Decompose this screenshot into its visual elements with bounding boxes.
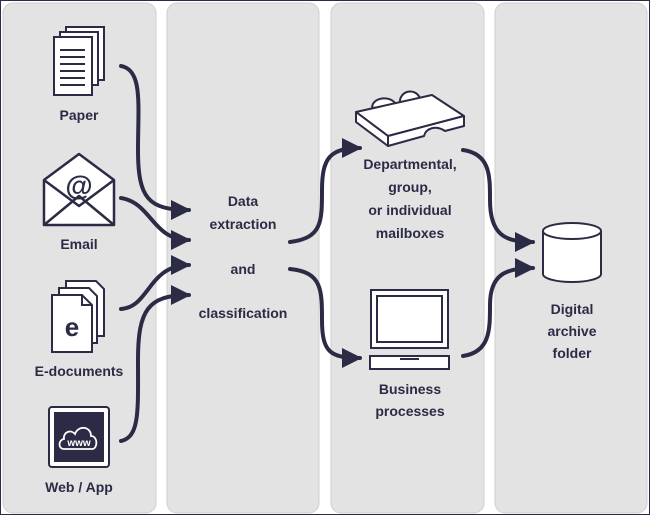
mailboxes-label-line1: Departmental,	[363, 156, 456, 172]
arrow-paper-to-process	[119, 64, 191, 220]
arrow-process-to-mailboxes	[288, 138, 362, 244]
mailboxes-label-line3: or individual	[368, 202, 451, 218]
web-cloud-icon	[48, 406, 110, 468]
mailboxes-label-line2: group,	[388, 179, 432, 195]
paper-stack-icon	[53, 26, 105, 96]
arrow-email-to-process	[119, 196, 191, 250]
column-destinations	[330, 2, 485, 514]
arrow-web-to-process	[119, 285, 191, 443]
arrow-mailboxes-to-archive	[461, 148, 535, 252]
arrow-process-to-business	[288, 267, 362, 368]
process-label-line3: and	[231, 261, 256, 277]
arrow-business-to-archive	[461, 258, 535, 358]
mailboxes-label-line4: mailboxes	[376, 225, 445, 241]
archive-label-line1: Digital	[551, 301, 594, 317]
web-www-glyph: www	[66, 438, 91, 449]
process-label-line2: extraction	[210, 216, 277, 232]
email-envelope-icon	[42, 152, 116, 227]
arrow-edocs-to-process	[119, 255, 191, 311]
e-document-glyph: e	[65, 312, 79, 342]
archive-label-line3: folder	[553, 345, 592, 361]
email-at-glyph: @	[65, 170, 92, 201]
source-label-email: Email	[60, 236, 97, 252]
process-label-line4: classification	[199, 305, 288, 321]
source-label-web: Web / App	[45, 479, 113, 495]
source-label-paper: Paper	[60, 107, 99, 123]
computer-monitor-icon	[369, 289, 450, 370]
database-cylinder-icon	[542, 222, 602, 283]
archive-label-line2: archive	[547, 323, 596, 339]
column-processing	[166, 2, 320, 514]
business-label-line2: processes	[375, 403, 444, 419]
column-sources	[2, 2, 157, 514]
process-label-line1: Data	[228, 193, 259, 209]
inbox-tray-icon	[355, 90, 465, 147]
e-document-icon	[51, 280, 105, 353]
business-label-line1: Business	[379, 381, 441, 397]
source-label-edocs: E-documents	[35, 363, 124, 379]
